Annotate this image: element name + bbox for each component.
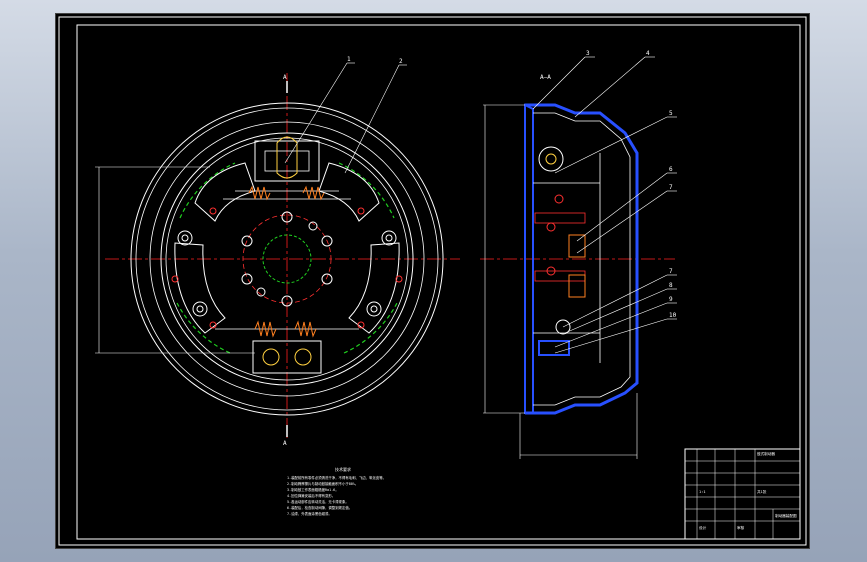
leader-7a: 7: [669, 184, 673, 191]
leader-1: 1: [347, 56, 351, 63]
leader-6: 6: [669, 166, 673, 173]
hub-bore: [262, 234, 312, 284]
section-springs: [568, 234, 586, 298]
note-5: 5.各运动部件应转动灵活，无卡滞现象。: [287, 499, 349, 504]
title-scale: 1:1: [699, 490, 706, 494]
title-school: 制动器装配图: [775, 513, 797, 518]
wheel-cylinder[interactable]: [254, 140, 320, 182]
leader-4: 4: [646, 50, 650, 57]
title-drawn-by: 设计: [699, 525, 707, 530]
brake-shoe-left: [194, 162, 256, 222]
title-drawing-name: 鼓式制动器: [757, 451, 775, 456]
upper-return-spring-left: [248, 185, 271, 201]
leader-10: 10: [669, 312, 677, 319]
outer-frame: [58, 16, 807, 546]
shoe-lining-left-upper: [179, 162, 236, 219]
notes-title: 技术要求: [335, 466, 351, 472]
section-view[interactable]: A—A: [480, 50, 677, 459]
cut-marker-top: A: [283, 74, 287, 81]
leader-8: 8: [669, 282, 673, 289]
hub-bolt-circle: [242, 214, 332, 304]
note-4: 4.回位弹簧安装后不得有变形。: [287, 493, 335, 498]
drawing-sheet: A A 1 2 A—A: [55, 13, 810, 549]
note-3: 3.制动鼓工作表面粗糙度Ra1.6。: [287, 487, 339, 492]
section-label: A—A: [540, 74, 551, 81]
cut-marker-bottom: A: [283, 440, 287, 447]
technical-notes: 技术要求 1.装配前所有零件必须清洗干净，不得有毛刺、飞边、氧化皮等。 2.制动…: [287, 466, 386, 516]
title-sheet: 共1张: [757, 489, 767, 494]
drawing-canvas: A A 1 2 A—A: [58, 16, 807, 546]
leader-7b: 7: [669, 268, 673, 275]
leader-3: 3: [586, 50, 590, 57]
leader-9: 9: [669, 296, 673, 303]
title-checked-by: 审核: [737, 525, 745, 530]
anchor-block[interactable]: [252, 340, 322, 374]
note-7: 7.油漆，外表面涂黑色磁漆。: [287, 511, 332, 516]
drum-shell-section: [525, 103, 639, 415]
note-1: 1.装配前所有零件必须清洗干净，不得有毛刺、飞边、氧化皮等。: [287, 475, 386, 480]
leader-2: 2: [399, 58, 403, 65]
drum-outer: [130, 102, 444, 416]
lower-return-spring-left: [254, 320, 277, 338]
brake-shoe-right: [318, 162, 380, 222]
backing-plate: [165, 137, 409, 381]
front-view[interactable]: A A 1 2: [95, 56, 460, 447]
hub-bolts: [241, 211, 333, 307]
note-6: 6.装配后，检查制动间隙，调整到规定值。: [287, 505, 352, 510]
inner-frame: [76, 24, 801, 540]
leader-5: 5: [669, 110, 673, 117]
title-block[interactable]: 鼓式制动器 1:1 共1张 制动器装配图 设计 审核: [684, 448, 801, 540]
note-2: 2.制动蹄摩擦片与制动鼓接触面积不小于80%。: [287, 481, 358, 486]
